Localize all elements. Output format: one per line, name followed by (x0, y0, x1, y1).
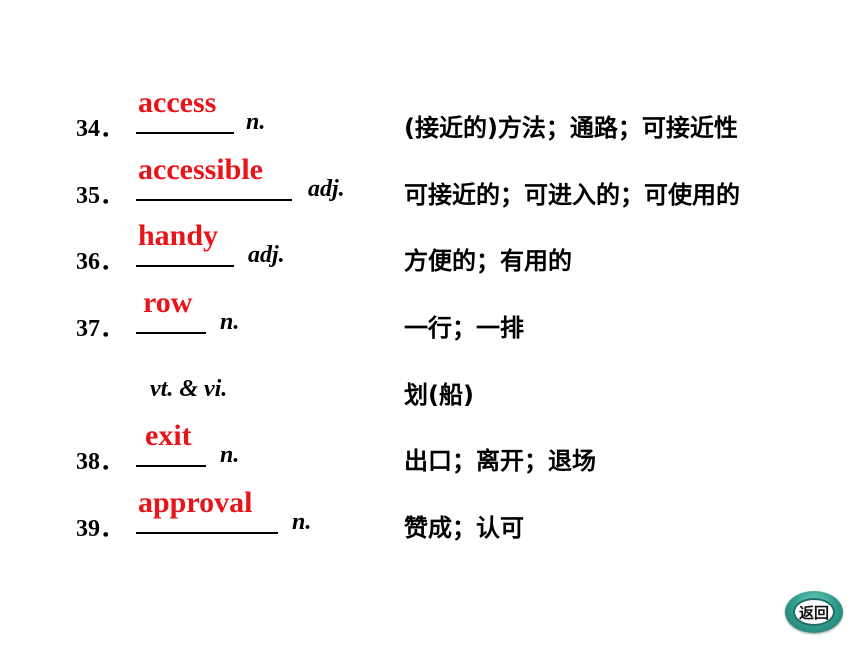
vocab-row-35: 35． accessible adj. 可接近的；可进入的；可使用的 (0, 145, 860, 211)
chinese-meaning: 一行；一排 (404, 314, 524, 342)
item-number: 35． (76, 183, 124, 209)
back-button-label: 返回 (793, 598, 835, 626)
vocab-row-38: 38． exit n. 出口；离开；退场 (0, 411, 860, 477)
answer-blank-line (136, 532, 278, 534)
part-of-speech: n. (246, 109, 266, 135)
item-number: 39． (76, 516, 124, 542)
vocab-row-34: 34． access n. (接近的)方法；通路；可接近性 (0, 78, 860, 144)
answer-blank-line (136, 332, 206, 334)
chinese-meaning: 方便的；有用的 (404, 247, 572, 275)
answer-blank-line (136, 465, 206, 467)
vocab-row-37-verb: vt. & vi. 划(船) (0, 345, 860, 411)
answer-word: handy (138, 219, 219, 252)
answer-blank-line (136, 199, 292, 201)
part-of-speech: n. (220, 442, 240, 468)
chinese-meaning: (接近的)方法；通路；可接近性 (404, 114, 738, 142)
answer-word: row (143, 286, 193, 319)
answer-blank-line (136, 132, 234, 134)
vocab-row-39: 39． approval n. 赞成；认可 (0, 478, 860, 544)
answer-word: access (138, 86, 217, 119)
part-of-speech: n. (220, 309, 240, 335)
part-of-speech: vt. & vi. (150, 376, 228, 402)
chinese-meaning: 赞成；认可 (404, 514, 524, 542)
part-of-speech: adj. (248, 242, 285, 268)
part-of-speech: n. (292, 509, 312, 535)
chinese-meaning: 出口；离开；退场 (404, 447, 596, 475)
back-button[interactable]: 返回 (785, 591, 843, 633)
answer-word: exit (145, 419, 192, 452)
chinese-meaning: 划(船) (404, 381, 474, 409)
chinese-meaning: 可接近的；可进入的；可使用的 (404, 181, 740, 209)
answer-word: accessible (138, 153, 263, 186)
answer-blank-line (136, 265, 234, 267)
answer-word: approval (138, 486, 253, 519)
item-number: 36． (76, 249, 124, 275)
item-number: 38． (76, 449, 124, 475)
vocab-row-36: 36． handy adj. 方便的；有用的 (0, 211, 860, 277)
part-of-speech: adj. (308, 176, 345, 202)
item-number: 37． (76, 316, 124, 342)
vocab-row-37: 37． row n. 一行；一排 (0, 278, 860, 344)
item-number: 34． (76, 116, 124, 142)
